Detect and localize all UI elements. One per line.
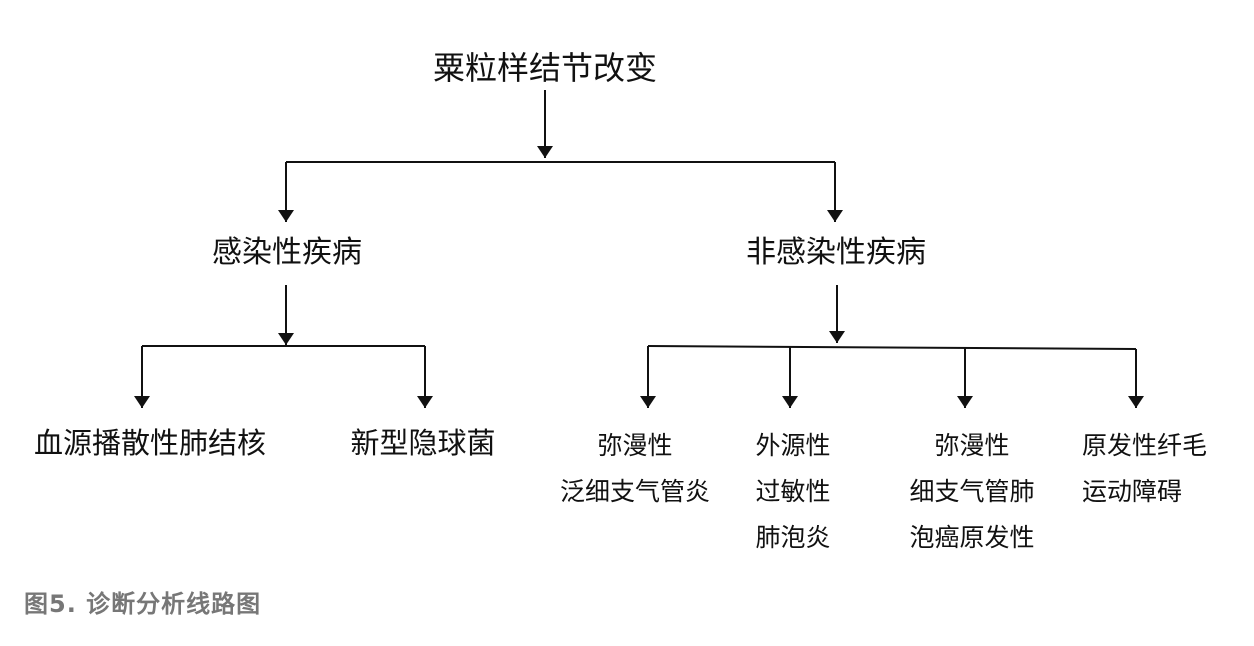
node-diffuse-panbronchiolitis: 弥漫性泛细支气管炎: [560, 431, 710, 506]
node-ciliary-dyskinesia: 原发性纤毛运动障碍: [1082, 431, 1207, 506]
node-infectious-line-1: 感染性疾病: [212, 235, 362, 270]
node-non-infectious: 非感染性疾病: [746, 235, 926, 270]
node-cryptococcus-line-1: 新型隐球菌: [350, 426, 495, 460]
node-diffuse-panbronchiolitis-line-1: 弥漫性: [597, 431, 672, 460]
node-hypersensitivity-pneumonitis: 外源性过敏性肺泡炎: [755, 431, 830, 552]
node-ciliary-dyskinesia-line-2: 运动障碍: [1082, 477, 1182, 506]
node-non-infectious-line-1: 非感染性疾病: [746, 235, 926, 270]
flowchart-diagram: 粟粒样结节改变 感染性疾病 非感染性疾病 血源播散性肺结核 新型隐球菌 弥漫性泛…: [34, 49, 1207, 552]
node-bronchioloalveolar-carcinoma-line-1: 弥漫性: [934, 431, 1009, 460]
node-diffuse-panbronchiolitis-line-2: 泛细支气管炎: [560, 477, 710, 506]
node-root-line-1: 粟粒样结节改变: [433, 49, 657, 87]
node-root: 粟粒样结节改变: [433, 49, 657, 87]
node-infectious: 感染性疾病: [212, 235, 362, 270]
node-hypersensitivity-pneumonitis-line-3: 肺泡炎: [755, 523, 830, 552]
node-bronchioloalveolar-carcinoma-line-3: 泡癌原发性: [909, 523, 1034, 552]
figure-caption: 图5. 诊断分析线路图: [24, 590, 262, 618]
node-hypersensitivity-pneumonitis-line-1: 外源性: [755, 431, 830, 460]
node-hypersensitivity-pneumonitis-line-2: 过敏性: [755, 477, 830, 506]
edge-non-infectious-bar: [647, 345, 1137, 350]
node-ciliary-dyskinesia-line-1: 原发性纤毛: [1082, 431, 1207, 460]
node-bronchioloalveolar-carcinoma-line-2: 细支气管肺: [909, 477, 1034, 506]
node-bronchioloalveolar-carcinoma: 弥漫性细支气管肺泡癌原发性: [909, 431, 1034, 552]
node-hematogenous-tb: 血源播散性肺结核: [34, 426, 266, 460]
node-hematogenous-tb-line-1: 血源播散性肺结核: [34, 426, 266, 460]
node-cryptococcus: 新型隐球菌: [350, 426, 495, 460]
